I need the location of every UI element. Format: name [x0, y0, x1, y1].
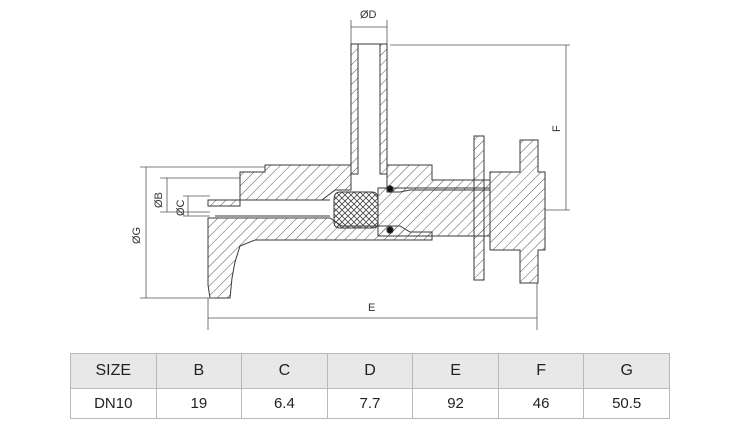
- dim-label-g: ØG: [131, 227, 143, 244]
- seal: [333, 191, 379, 229]
- clamp-plate: [473, 135, 485, 281]
- col-b-header: B: [155, 353, 243, 389]
- outlet-tube-left-wall: [350, 43, 359, 175]
- valve-cross-section-drawing: ØD F ØG ØB ØC E: [131, 9, 570, 330]
- stem: [377, 187, 491, 237]
- outlet-tube-right-wall: [379, 43, 388, 175]
- cell-size: DN10: [70, 388, 157, 419]
- dim-label-d: ØD: [360, 9, 377, 21]
- cell-g: 50.5: [583, 388, 670, 419]
- dimension-lines: [140, 20, 570, 330]
- inlet-tip: [207, 199, 241, 207]
- cell-e: 92: [412, 388, 499, 419]
- col-g-header: G: [583, 353, 670, 389]
- col-c-header: C: [241, 353, 328, 389]
- col-e-header: E: [412, 353, 499, 389]
- spec-table: SIZE B C D E F G DN10 19 6.4 7.7 92 46 5…: [70, 353, 670, 419]
- valve-body: [207, 43, 546, 299]
- o-ring-bottom: [386, 226, 394, 234]
- dim-label-b: ØB: [153, 192, 165, 208]
- dim-label-c: ØC: [175, 199, 187, 216]
- handle-knob: [489, 139, 546, 284]
- cell-f: 46: [497, 388, 585, 419]
- upper-body: [239, 164, 352, 201]
- dim-label-e: E: [368, 302, 375, 314]
- col-f-header: F: [497, 353, 585, 389]
- col-size-header: SIZE: [70, 353, 157, 389]
- table-row: DN10 19 6.4 7.7 92 46 50.5: [70, 388, 670, 419]
- cell-b: 19: [155, 388, 243, 419]
- o-ring-top: [386, 185, 394, 193]
- spec-table-header-row: SIZE B C D E F G: [70, 353, 670, 389]
- cell-c: 6.4: [241, 388, 328, 419]
- col-d-header: D: [326, 353, 414, 389]
- cell-d: 7.7: [326, 388, 414, 419]
- dim-label-f: F: [551, 125, 563, 132]
